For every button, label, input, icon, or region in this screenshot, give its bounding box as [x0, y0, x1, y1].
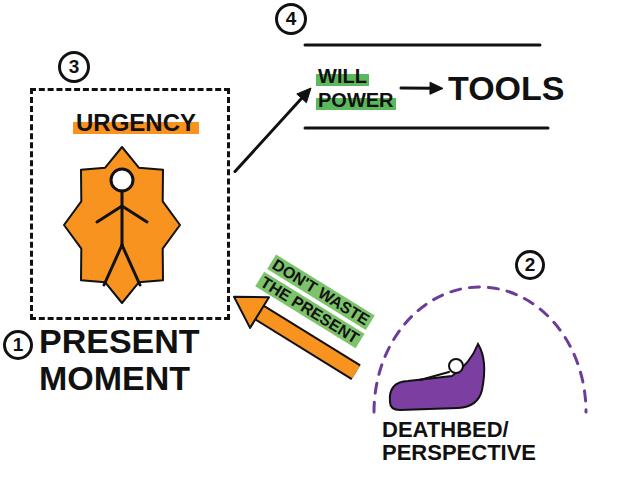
flow-arrow	[401, 82, 443, 94]
callout-number: 3	[69, 56, 80, 78]
urgency-starburst	[64, 147, 180, 303]
will-power-text: WILL POWER	[316, 64, 396, 112]
connector-line	[235, 96, 303, 171]
callout-circle: 2	[515, 250, 545, 280]
stick-figure-body	[121, 191, 124, 245]
band-top-rule	[305, 44, 540, 47]
will-power-label: WILL POWER	[316, 65, 396, 111]
perspective-arc	[374, 287, 586, 412]
callout-number: 1	[13, 334, 24, 356]
deathbed-perspective-region: DEATHBED/ PERSPECTIVE	[360, 262, 610, 474]
stick-figure-leg	[122, 245, 140, 285]
tools-label: TOOLS	[448, 69, 565, 107]
deathbed-symbol	[390, 344, 484, 410]
stick-figure-leg	[104, 245, 122, 285]
text-holder: WILL POWER	[316, 64, 396, 112]
present-moment-box: URGENCYPRESENT MOMENT	[30, 88, 230, 320]
text-holder: TOOLS	[448, 68, 565, 109]
callout-number: 4	[286, 8, 297, 30]
callout-circle: 1	[3, 330, 33, 360]
arrowhead	[430, 82, 443, 94]
stick-figure-arm	[97, 206, 122, 222]
flow-arrow	[235, 88, 311, 172]
edge-label: DON'T WASTE THE PRESENT	[255, 255, 375, 349]
text-holder: URGENCY	[73, 109, 199, 138]
callout-circle: 4	[275, 3, 307, 35]
arrowhead	[234, 297, 269, 328]
tools-text: TOOLS	[448, 68, 565, 109]
callout-circle: 3	[58, 51, 90, 83]
edge-label-holder: DON'T WASTE THE PRESENT	[251, 252, 378, 353]
callout-number: 2	[525, 254, 536, 276]
band-bottom-rule	[305, 127, 548, 130]
stick-figure	[97, 169, 147, 285]
text-holder: DEATHBED/ PERSPECTIVE	[382, 418, 602, 464]
stick-figure-arm	[122, 206, 147, 222]
urgency-label: URGENCY	[73, 109, 199, 136]
stick-figure-head	[111, 169, 133, 191]
present-moment-heading: PRESENT MOMENT	[39, 322, 200, 397]
patient-head	[449, 359, 463, 373]
deathbed-perspective-label: DEATHBED/ PERSPECTIVE	[382, 417, 536, 465]
connector-line	[401, 87, 433, 90]
text-holder: PRESENT MOMENT	[39, 323, 249, 398]
patient-body	[420, 372, 449, 380]
arrowhead	[297, 88, 311, 103]
